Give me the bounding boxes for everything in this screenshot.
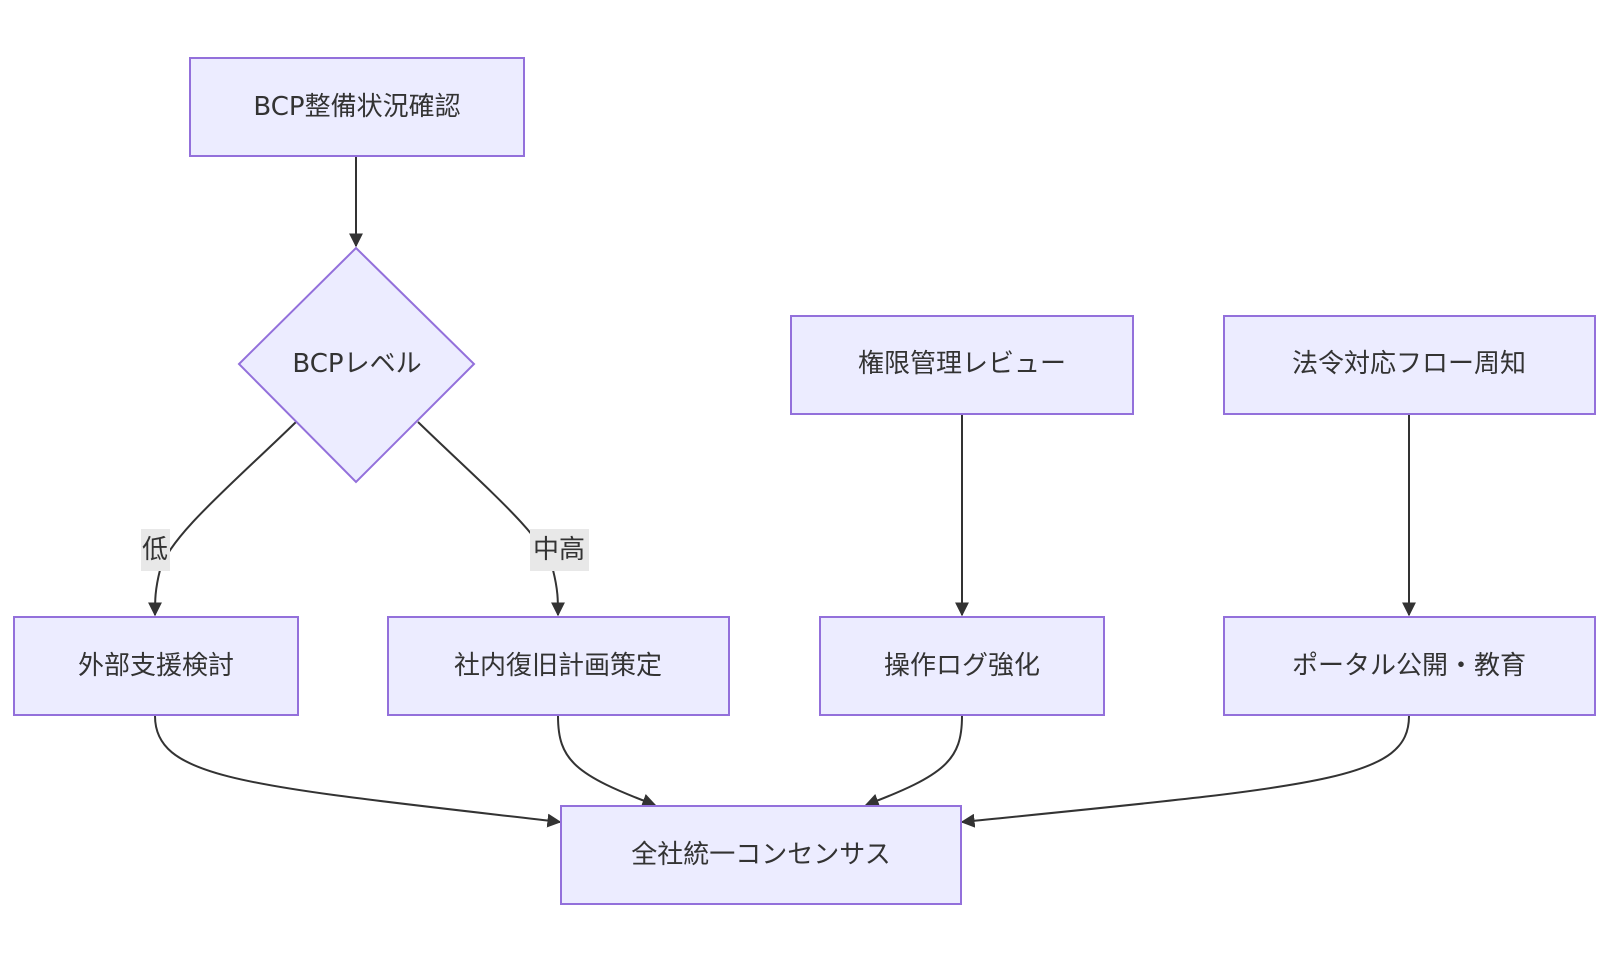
svg-text:法令対応フロー周知: 法令対応フロー周知: [1292, 349, 1526, 379]
edge-internal-to-consensus: [557, 715, 657, 808]
edge-level-to-internal: [417, 421, 565, 617]
svg-text:社内復旧計画策定: 社内復旧計画策定: [454, 651, 662, 681]
node-bcp-check: BCP整備状況確認: [189, 57, 525, 157]
node-op-log: 操作ログ強化: [819, 616, 1105, 716]
edge-label-mid-high: 中高: [530, 529, 589, 571]
svg-text:権限管理レビュー: 権限管理レビュー: [858, 349, 1066, 379]
svg-text:全社統一コンセンサス: 全社統一コンセンサス: [631, 840, 890, 870]
node-bcp-level-decision: BCPレベル: [237, 246, 476, 484]
svg-text:ポータル公開・教育: ポータル公開・教育: [1292, 651, 1526, 681]
edge-portal-to-consensus: [960, 715, 1410, 828]
edge-external-to-consensus: [154, 715, 562, 828]
node-portal: ポータル公開・教育: [1223, 616, 1596, 716]
svg-text:中高: 中高: [533, 535, 585, 565]
svg-text:BCPレベル: BCPレベル: [292, 349, 421, 379]
edge-label-low: 低: [141, 529, 170, 571]
edge-oplog-to-consensus: [864, 715, 963, 808]
node-internal-plan: 社内復旧計画策定: [387, 616, 730, 716]
node-legal-flow: 法令対応フロー周知: [1223, 315, 1596, 415]
node-consensus: 全社統一コンセンサス: [560, 805, 962, 905]
node-access-review: 権限管理レビュー: [790, 315, 1134, 415]
node-external-support: 外部支援検討: [13, 616, 299, 716]
svg-text:低: 低: [142, 535, 168, 565]
svg-text:操作ログ強化: 操作ログ強化: [884, 651, 1040, 681]
edge-level-to-external: [148, 421, 297, 617]
svg-text:BCP整備状況確認: BCP整備状況確認: [253, 92, 460, 122]
svg-text:外部支援検討: 外部支援検討: [78, 651, 234, 681]
